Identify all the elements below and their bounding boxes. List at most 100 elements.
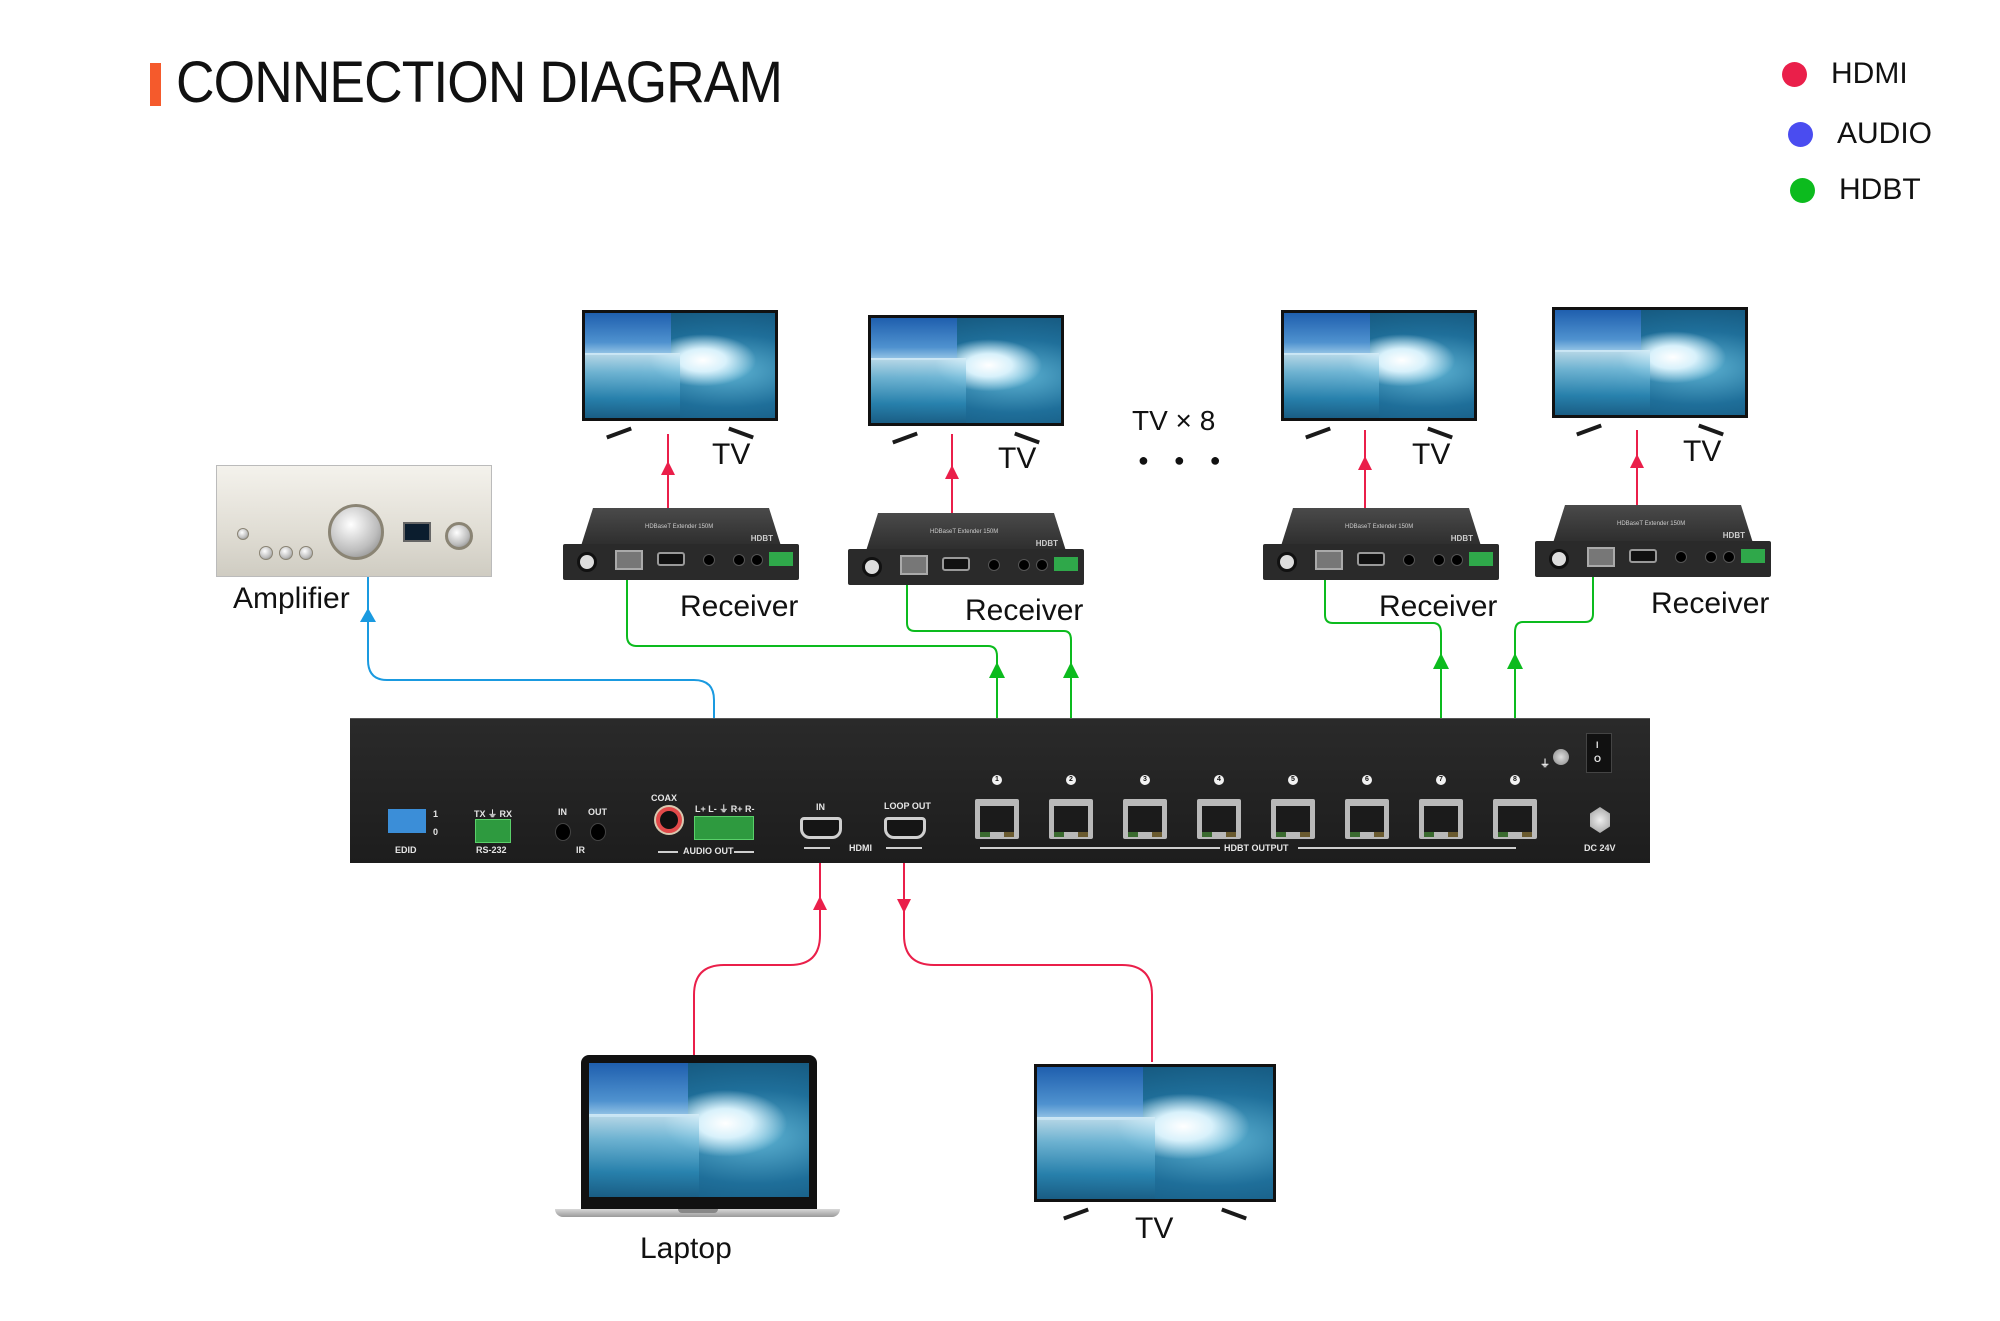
tv-label: TV (998, 442, 1037, 475)
tv-4 (1552, 307, 1748, 437)
laptop-screen-image (589, 1063, 809, 1197)
legend-item-hdmi: HDMI (1782, 57, 1908, 91)
audio-out-terminal[interactable] (694, 816, 754, 840)
ir-jack-icon (1433, 554, 1445, 566)
dc-label: DC 24V (1584, 843, 1616, 853)
hdbt-wire-port2 (906, 570, 1072, 817)
arrow-up-icon (989, 662, 1005, 678)
hdbt-arrows (989, 653, 1523, 678)
ir-jack-icon (733, 554, 745, 566)
coax-port[interactable] (656, 807, 682, 833)
dc-power-port[interactable] (1590, 807, 1610, 833)
hdbt-port-number: 5 (1288, 775, 1298, 785)
ir-jack-icon (751, 554, 763, 566)
amp-display (403, 522, 431, 542)
hdbt-splitter-device: 1 0 EDID TX ⏚ RX RS-232 IN OUT IR COAX L… (350, 718, 1650, 863)
receiver-brand: HDBT (750, 534, 773, 543)
legend-label: HDMI (1831, 57, 1908, 90)
audio-jack-icon (1403, 554, 1415, 566)
hdbt-output-port-4[interactable] (1197, 799, 1241, 839)
tv-screen-image (1037, 1067, 1273, 1199)
receiver-2: HDBaseT Extender 150M HDBT (848, 513, 1084, 585)
ground-screw-icon (1553, 749, 1569, 765)
tv-label: TV (712, 438, 751, 471)
audio-out-label: AUDIO OUT (683, 846, 734, 856)
power-switch[interactable]: I O (1586, 733, 1612, 773)
hdbt-port-number: 7 (1436, 775, 1446, 785)
hdbt-output-port-2[interactable] (1049, 799, 1093, 839)
hdmi-port-icon (1629, 549, 1657, 563)
edid-high-label: 1 (433, 809, 439, 819)
volume-knob-icon (328, 504, 384, 560)
hdmi-loop-out-label: LOOP OUT (884, 801, 931, 811)
hdbt-output-port-1[interactable] (975, 799, 1019, 839)
arrow-up-icon (360, 608, 376, 622)
hdbt-port-number: 6 (1362, 775, 1372, 785)
tv-screen-image (1284, 313, 1474, 418)
edid-dip-switch[interactable] (388, 809, 426, 833)
hdmi-arrows (661, 454, 1644, 913)
hdbt-output-port-6[interactable] (1345, 799, 1389, 839)
ir-in-jack[interactable] (555, 823, 571, 841)
arrow-up-icon (1358, 456, 1372, 470)
hdbt-wires (626, 567, 1594, 817)
receiver-brand: HDBT (1722, 531, 1745, 540)
hdbt-output-port-5[interactable] (1271, 799, 1315, 839)
hdbt-port-number: 4 (1214, 775, 1224, 785)
tv-screen-image (585, 313, 775, 418)
ir-out-jack[interactable] (590, 823, 606, 841)
laptop-base (555, 1209, 840, 1217)
arrow-up-icon (1630, 454, 1644, 468)
coax-label: COAX (651, 793, 678, 803)
hdbt-output-port-8[interactable] (1493, 799, 1537, 839)
receiver-brand: HDBT (1450, 534, 1473, 543)
hdmi-loop-out-port[interactable] (884, 817, 926, 839)
tv-2 (868, 315, 1064, 445)
hdbt-wire-port8 (1514, 567, 1594, 817)
rs232-pins-label: TX ⏚ RX (474, 809, 513, 819)
arrow-up-icon (945, 465, 959, 479)
hdmi-in-label: IN (816, 802, 825, 812)
arrow-up-icon (813, 896, 827, 910)
power-off-label: O (1594, 754, 1602, 764)
edid-low-label: 0 (433, 827, 439, 837)
audio-pins-label: L+ L- ⏚ R+ R- (695, 804, 755, 814)
receiver-label: Receiver (1379, 590, 1498, 623)
laptop (555, 1055, 840, 1223)
hdbt-output-port-7[interactable] (1419, 799, 1463, 839)
hdbt-output-port-3[interactable] (1123, 799, 1167, 839)
tv-local (1034, 1064, 1276, 1221)
arrow-up-icon (1507, 653, 1523, 669)
ir-jack-icon (1451, 554, 1463, 566)
page-title: CONNECTION DIAGRAM (176, 50, 783, 115)
receiver-1: HDBaseT Extender 150M HDBT (563, 508, 799, 580)
receiver-model-text: HDBaseT Extender 150M (930, 529, 999, 535)
hdmi-wire-loop-tv (903, 862, 1153, 1062)
dc-jack-icon (1277, 552, 1297, 572)
tv-screen-image (1555, 310, 1745, 415)
rj45-port-icon (1587, 547, 1615, 567)
edid-label: EDID (395, 845, 417, 855)
tv-label: TV (1683, 435, 1722, 468)
hdmi-in-port[interactable] (800, 817, 842, 839)
rs232-terminal[interactable] (475, 819, 511, 843)
receiver-label: Receiver (680, 590, 799, 623)
amplifier-label: Amplifier (233, 582, 350, 615)
receiver-label: Receiver (965, 594, 1084, 627)
rj45-port-icon (615, 550, 643, 570)
dc-jack-icon (1549, 549, 1569, 569)
arrow-up-icon (661, 461, 675, 475)
hdbt-port-number: 2 (1066, 775, 1076, 785)
audio-jack-icon (988, 559, 1000, 571)
tv-label: TV (1135, 1212, 1174, 1245)
tv-label: TV (1412, 438, 1451, 471)
audio-jack-icon (703, 554, 715, 566)
rj45-port-icon (1315, 550, 1343, 570)
dc-jack-icon (577, 552, 597, 572)
rs232-label: RS-232 (476, 845, 507, 855)
legend-item-hdbt: HDBT (1790, 173, 1921, 207)
legend-dot-audio-icon (1788, 121, 1813, 147)
selector-knob-icon (445, 522, 473, 550)
hdmi-label: HDMI (849, 843, 872, 853)
